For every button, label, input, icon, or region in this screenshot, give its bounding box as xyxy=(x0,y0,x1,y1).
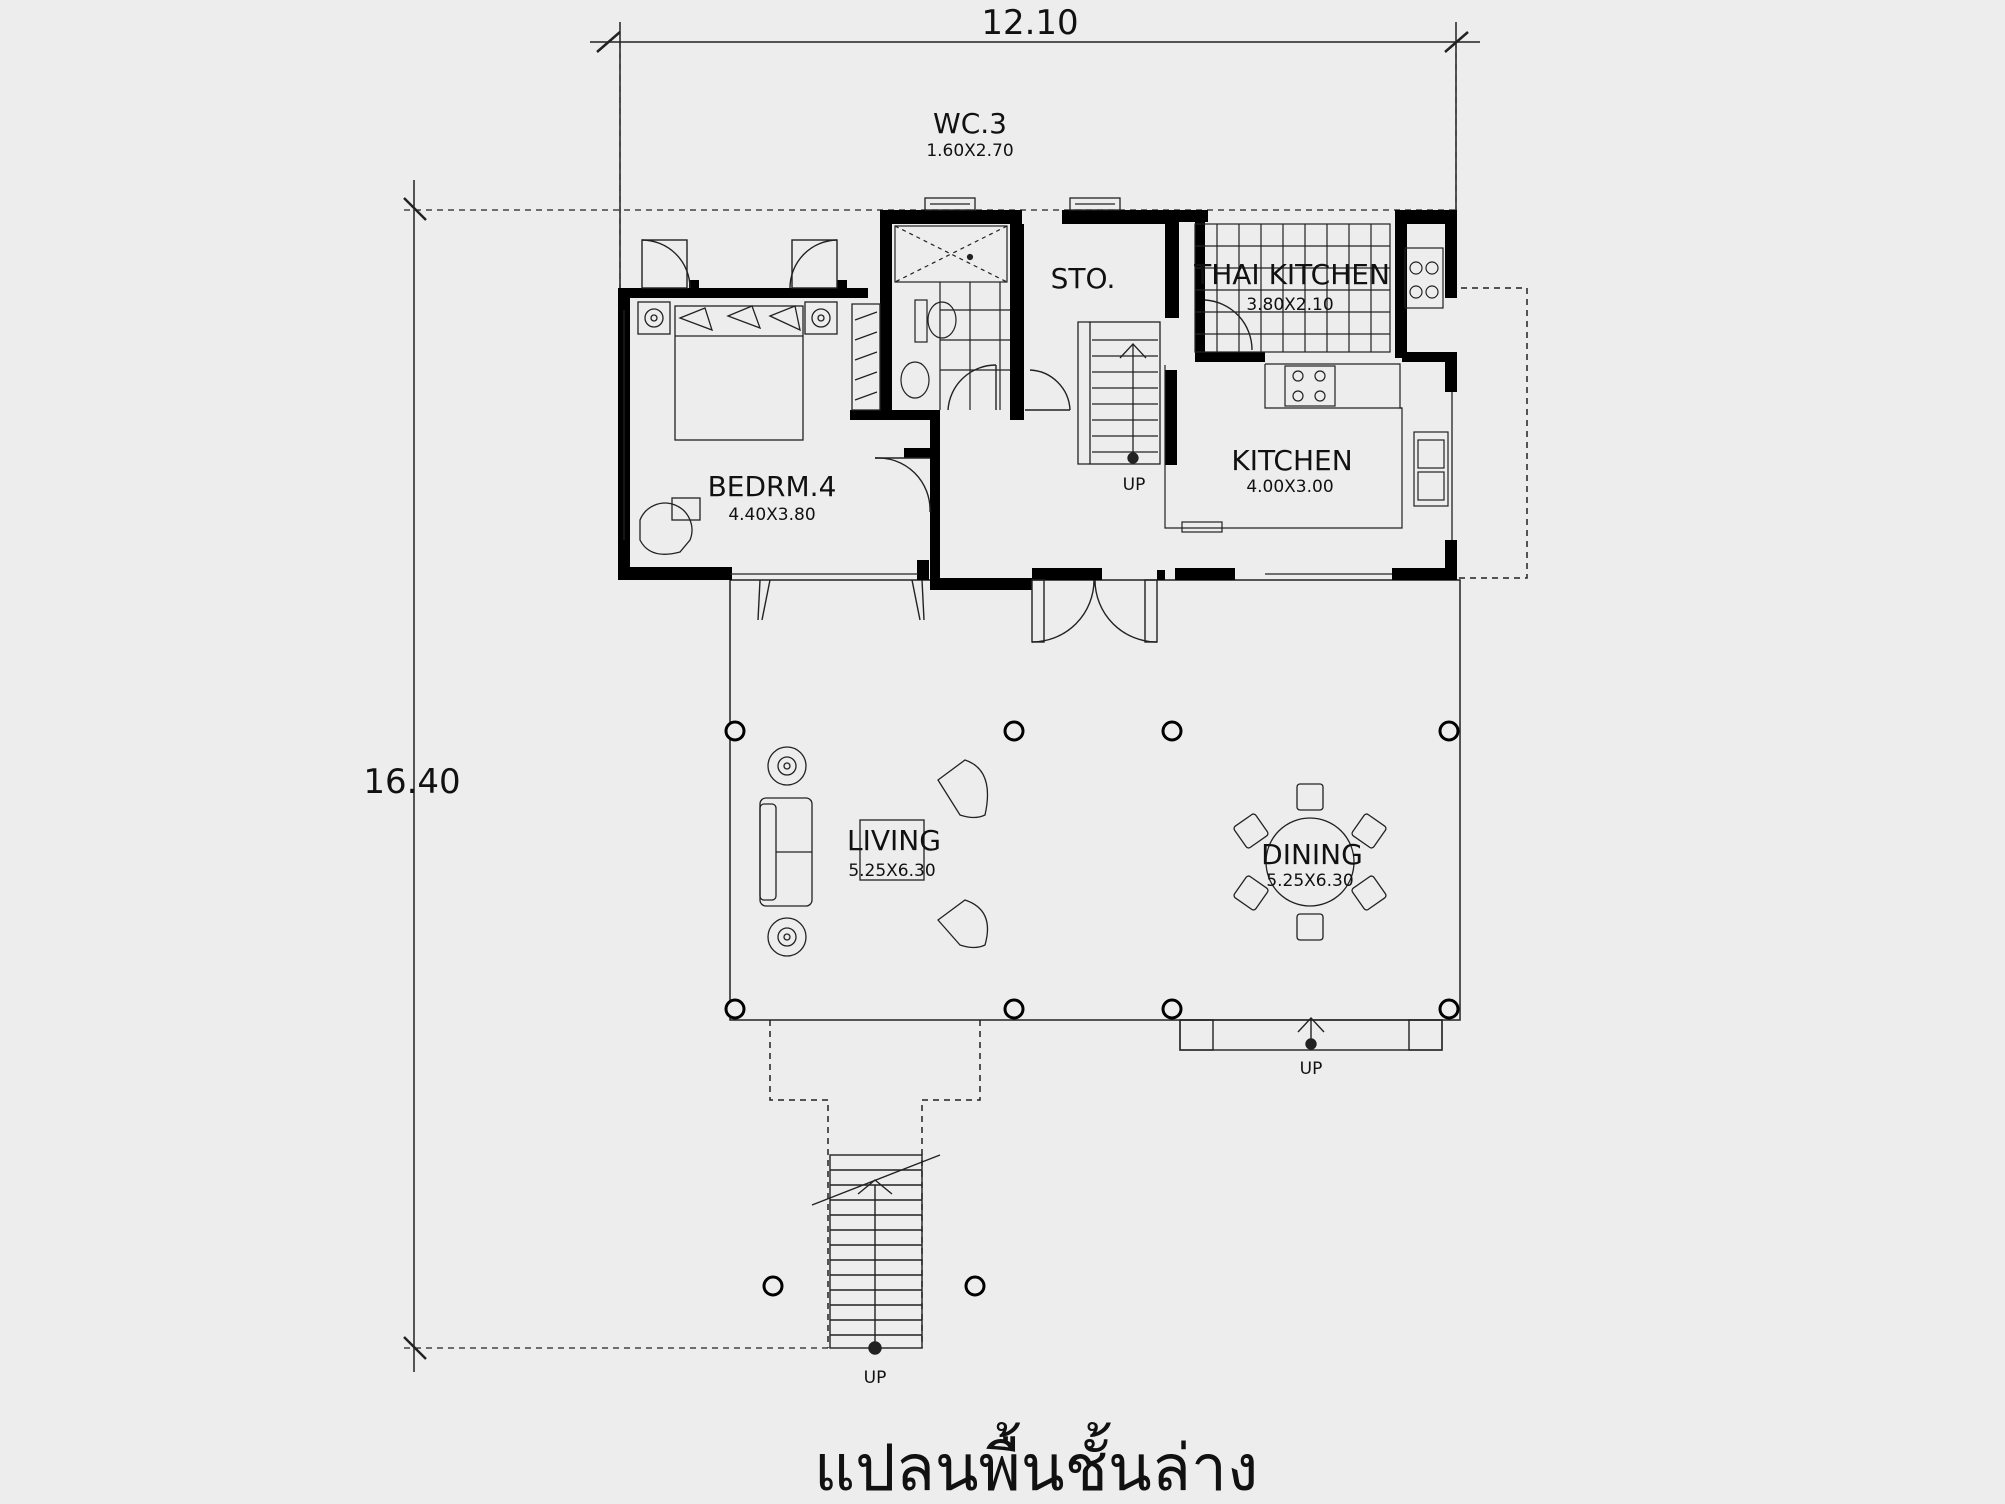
dining-size: 5.25X6.30 xyxy=(1266,871,1353,891)
front-stair xyxy=(811,1154,941,1355)
storage-name: STO. xyxy=(1051,262,1116,295)
dining-name: DINING xyxy=(1261,838,1363,871)
terrace-step xyxy=(1179,1016,1443,1051)
depth-dimension: 16.40 xyxy=(363,762,460,802)
wc-name: WC.3 xyxy=(933,107,1007,140)
plan-title: แปลนพื้นชั้นล่าง xyxy=(814,1422,1258,1504)
living-size: 5.25X6.30 xyxy=(848,861,935,881)
kitchen-name: KITCHEN xyxy=(1231,444,1352,477)
inner-stair-up-label: UP xyxy=(1123,475,1146,495)
thai-kitchen-fixtures xyxy=(1194,223,1444,353)
kitchen-fixtures xyxy=(1164,363,1449,533)
terrace-up-label: UP xyxy=(1300,1059,1323,1079)
doors xyxy=(641,239,1253,643)
thai-kitchen-name: THAI KITCHEN xyxy=(1193,258,1390,291)
dimension-lines xyxy=(403,22,1480,1372)
width-dimension: 12.10 xyxy=(981,3,1078,43)
living-name: LIVING xyxy=(847,824,941,857)
wc-fixtures xyxy=(894,225,1010,410)
wc-size: 1.60X2.70 xyxy=(926,141,1013,161)
inner-stair xyxy=(1077,321,1161,465)
bedroom-furniture xyxy=(637,301,881,555)
walls xyxy=(618,210,1457,590)
bedroom-name: BEDRM.4 xyxy=(708,470,837,503)
thai-kitchen-size: 3.80X2.10 xyxy=(1246,295,1333,315)
columns xyxy=(724,720,1460,1297)
front-stair-up-label: UP xyxy=(864,1368,887,1388)
windows xyxy=(623,197,1453,575)
dining-furniture xyxy=(1233,783,1387,941)
bedroom-size: 4.40X3.80 xyxy=(728,505,815,525)
living-furniture xyxy=(759,746,989,957)
kitchen-size: 4.00X3.00 xyxy=(1246,477,1333,497)
